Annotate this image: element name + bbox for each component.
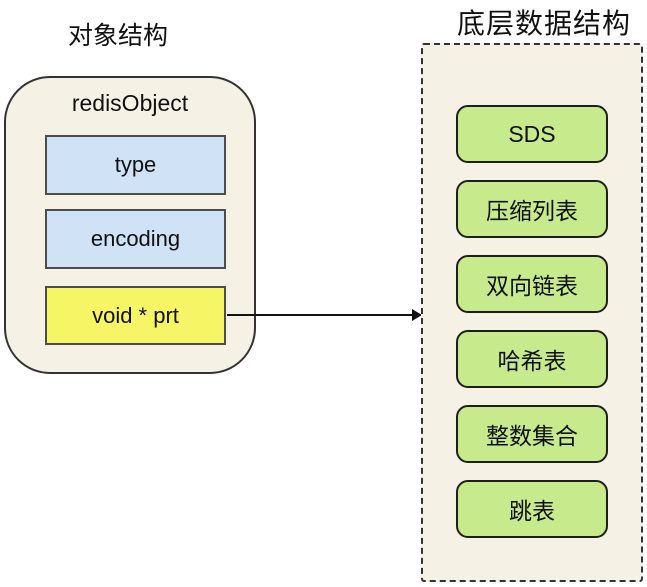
field-type: type xyxy=(45,135,226,195)
field-void-ptr: void * prt xyxy=(45,286,226,345)
item-skiplist: 跳表 xyxy=(456,480,608,538)
item-doubly-linked-list: 双向链表 xyxy=(456,255,608,313)
item-sds: SDS xyxy=(456,105,608,163)
underlying-data-structures-title: 底层数据结构 xyxy=(457,8,632,39)
item-ziplist: 压缩列表 xyxy=(456,180,608,238)
data-structures-container: SDS 压缩列表 双向链表 哈希表 整数集合 跳表 xyxy=(421,43,643,582)
item-hash-table: 哈希表 xyxy=(456,330,608,388)
redis-object-container: redisObject type encoding void * prt xyxy=(4,76,256,374)
field-encoding: encoding xyxy=(45,209,226,269)
object-structure-title: 对象结构 xyxy=(68,22,169,50)
redis-object-label: redisObject xyxy=(71,90,189,116)
item-intset: 整数集合 xyxy=(456,405,608,463)
pointer-arrow xyxy=(227,309,422,321)
